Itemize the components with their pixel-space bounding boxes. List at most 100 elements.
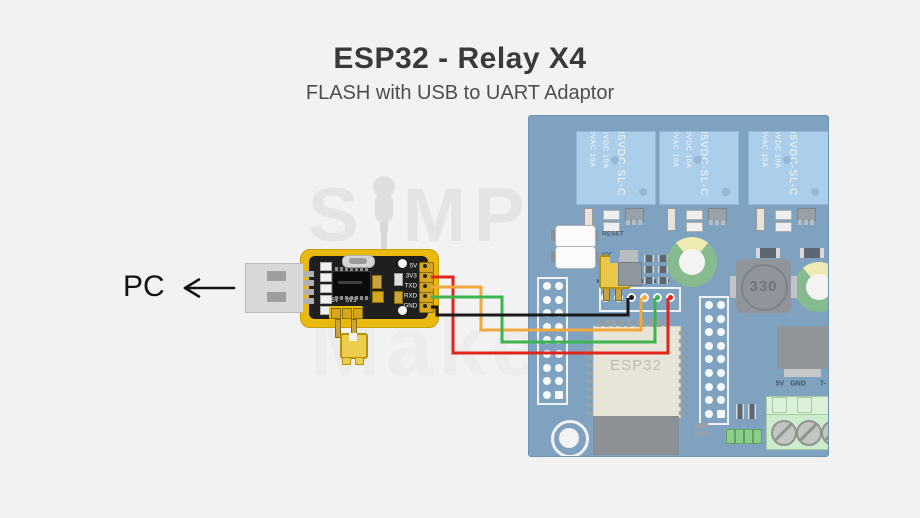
smd-component bbox=[372, 275, 382, 289]
adapter-pin-hole bbox=[423, 264, 427, 268]
inductor-pad bbox=[790, 276, 797, 298]
header-hole bbox=[705, 396, 713, 405]
wire-gnd-to-gnd bbox=[431, 298, 630, 317]
transistor-leg bbox=[804, 220, 808, 225]
smd-resistor bbox=[756, 248, 780, 258]
header-hole bbox=[717, 314, 725, 323]
smd-capacitor bbox=[603, 210, 620, 220]
usb-plug-contact bbox=[267, 271, 286, 281]
esp32-pin bbox=[587, 363, 593, 367]
uart-chip-marking bbox=[338, 281, 362, 284]
ic-pin bbox=[355, 296, 358, 300]
terminal-slot bbox=[797, 397, 812, 413]
usb-finger bbox=[301, 280, 314, 286]
header-hole bbox=[705, 328, 713, 337]
power-inductor: 330 bbox=[736, 259, 791, 313]
smd-capacitor bbox=[320, 273, 332, 282]
esp32-pin bbox=[587, 403, 593, 407]
esp32-pin bbox=[604, 319, 609, 327]
header-hole bbox=[555, 390, 563, 399]
header-pin-contact bbox=[629, 295, 634, 300]
mounting-hole bbox=[559, 428, 579, 448]
esp32-pin bbox=[612, 319, 616, 327]
inductor-pad bbox=[730, 276, 737, 298]
header-pin-contact bbox=[642, 295, 647, 300]
esp32-pin bbox=[679, 403, 685, 407]
transistor-leg bbox=[715, 220, 719, 225]
header-hole bbox=[555, 363, 563, 372]
inductor-ring bbox=[741, 264, 788, 311]
usb-uart-adapter: 5V 3V3 TXD RXD GND 5V 3V3 bbox=[245, 249, 445, 369]
ic-pin bbox=[365, 296, 368, 300]
esp32-pin bbox=[679, 331, 685, 335]
terminal-label-gnd: GND bbox=[790, 380, 806, 388]
power-component bbox=[777, 326, 827, 369]
smd-capacitor bbox=[775, 222, 792, 232]
esp32-pin bbox=[619, 319, 624, 327]
relay-2: 0VAC 10A 0VDC 10A 05VDC-SL-C bbox=[659, 131, 739, 205]
terminal-slot bbox=[772, 397, 787, 413]
esp32-pin bbox=[679, 355, 685, 359]
smd-capacitor bbox=[320, 295, 332, 304]
wire-rxd-to-tx bbox=[431, 295, 657, 344]
header-hole bbox=[717, 301, 725, 309]
transistor-leg bbox=[709, 220, 713, 225]
relay-rivet bbox=[639, 188, 647, 196]
status-led bbox=[726, 429, 735, 444]
transistor-leg bbox=[798, 220, 802, 225]
pc-label: PC bbox=[123, 270, 165, 303]
header-hole bbox=[543, 309, 551, 318]
adapter-pin-hole bbox=[423, 294, 427, 298]
jumper-pad bbox=[342, 308, 352, 319]
wire-txd-to-rx bbox=[431, 285, 643, 332]
relay-rating-vdc: 0VDC 10A bbox=[684, 131, 693, 169]
relay-rating-vac: 0VAC 10A bbox=[588, 131, 597, 168]
relay-rivet bbox=[783, 156, 791, 164]
esp32-module: ESP32 bbox=[587, 319, 685, 455]
ic-pin bbox=[360, 267, 363, 271]
jumper-pad bbox=[353, 308, 363, 319]
esp32-pin bbox=[642, 319, 646, 327]
esp32-pin bbox=[587, 379, 593, 383]
header-hole bbox=[705, 369, 713, 377]
esp32-pin bbox=[587, 331, 593, 335]
smd-capacitor bbox=[603, 222, 620, 232]
crystal-marking bbox=[349, 258, 367, 264]
ic-pin bbox=[335, 267, 338, 271]
header-hole bbox=[705, 314, 713, 323]
ic-pin bbox=[355, 267, 358, 271]
jumper-label-5v: 5V bbox=[331, 297, 339, 304]
smd-resistor bbox=[658, 266, 668, 273]
capacitor-top bbox=[806, 274, 828, 300]
relay-model: 05VDC-SL-C bbox=[698, 131, 709, 197]
esp32-pin bbox=[627, 319, 631, 327]
regulator-tab bbox=[620, 250, 638, 262]
inductor-value: 330 bbox=[749, 278, 778, 295]
relay-model: 05VDC-SL-C bbox=[615, 131, 626, 197]
io0-button-tab bbox=[551, 251, 556, 262]
capacitor-top bbox=[679, 249, 705, 275]
ic-pin bbox=[345, 296, 348, 300]
header-hole bbox=[705, 355, 713, 364]
relay-3: 0VAC 10A 0VDC 10A 05VDC-SL-C bbox=[748, 131, 828, 205]
header-hole bbox=[543, 377, 551, 386]
header-hole bbox=[705, 409, 713, 418]
adapter-pin-label-txd: TXD bbox=[404, 282, 417, 290]
page-title: ESP32 - Relay X4 bbox=[333, 42, 587, 75]
smd-resistor bbox=[644, 266, 654, 273]
header-hole bbox=[705, 341, 713, 350]
mounting-hole-ring bbox=[551, 420, 589, 456]
esp32-pin bbox=[649, 319, 654, 327]
esp32-pin bbox=[587, 347, 593, 351]
jumper-cap-notch bbox=[349, 333, 357, 341]
smd-resistor bbox=[658, 277, 668, 284]
header-hole bbox=[543, 336, 551, 345]
right-female-header bbox=[699, 296, 729, 425]
jumper-cap-foot bbox=[355, 357, 364, 365]
smd-component bbox=[372, 291, 384, 303]
ic-pin bbox=[350, 267, 353, 271]
ic-pin bbox=[365, 267, 368, 271]
header-hole bbox=[717, 355, 725, 364]
smd-capacitor bbox=[686, 210, 703, 220]
